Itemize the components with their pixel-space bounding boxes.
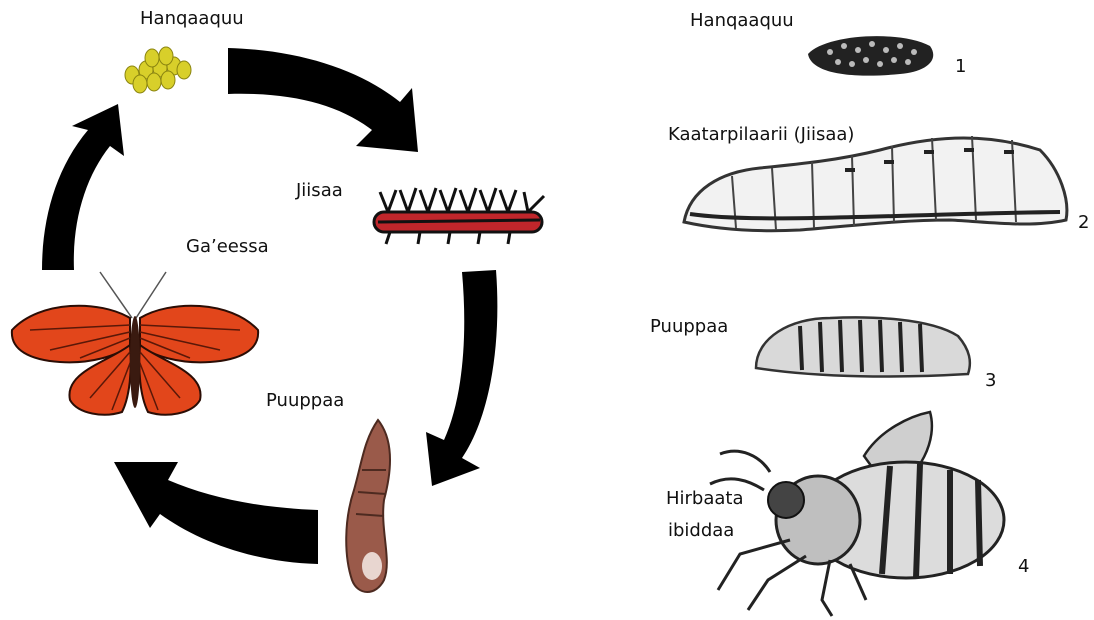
right-caterpillar-number: 2 <box>1078 212 1089 234</box>
right-caterpillar-label: Kaatarpilaarii (Jiisaa) <box>668 124 854 146</box>
arrow-larva-to-pupa <box>426 270 497 486</box>
pupa-sketch <box>756 317 970 376</box>
caterpillar-icon <box>374 188 544 244</box>
moth-sketch <box>710 412 1004 616</box>
arrow-pupa-to-adult <box>114 462 318 564</box>
egg-cluster-icon <box>125 47 191 93</box>
right-moth-number: 4 <box>1018 556 1029 578</box>
larva-stage-label: Jiisaa <box>296 180 343 202</box>
right-egg-number: 1 <box>955 56 966 78</box>
pupa-stage-label: Puuppaa <box>266 390 344 412</box>
right-pupa-number: 3 <box>985 370 996 392</box>
butterfly-icon <box>12 272 258 415</box>
arrow-egg-to-larva <box>228 48 418 152</box>
right-egg-label: Hanqaaquu <box>690 10 794 32</box>
chrysalis-icon <box>346 420 390 592</box>
right-moth-label-line2: ibiddaa <box>668 520 734 542</box>
egg-mass-sketch <box>808 36 933 76</box>
egg-stage-label: Hanqaaquu <box>140 8 244 30</box>
adult-stage-label: Ga’eessa <box>186 236 269 258</box>
arrow-adult-to-egg <box>42 104 124 270</box>
cycle-arrows <box>42 48 497 564</box>
caterpillar-sketch <box>684 136 1067 231</box>
right-pupa-label: Puuppaa <box>650 316 728 338</box>
right-moth-label-line1: Hirbaata <box>666 488 744 510</box>
